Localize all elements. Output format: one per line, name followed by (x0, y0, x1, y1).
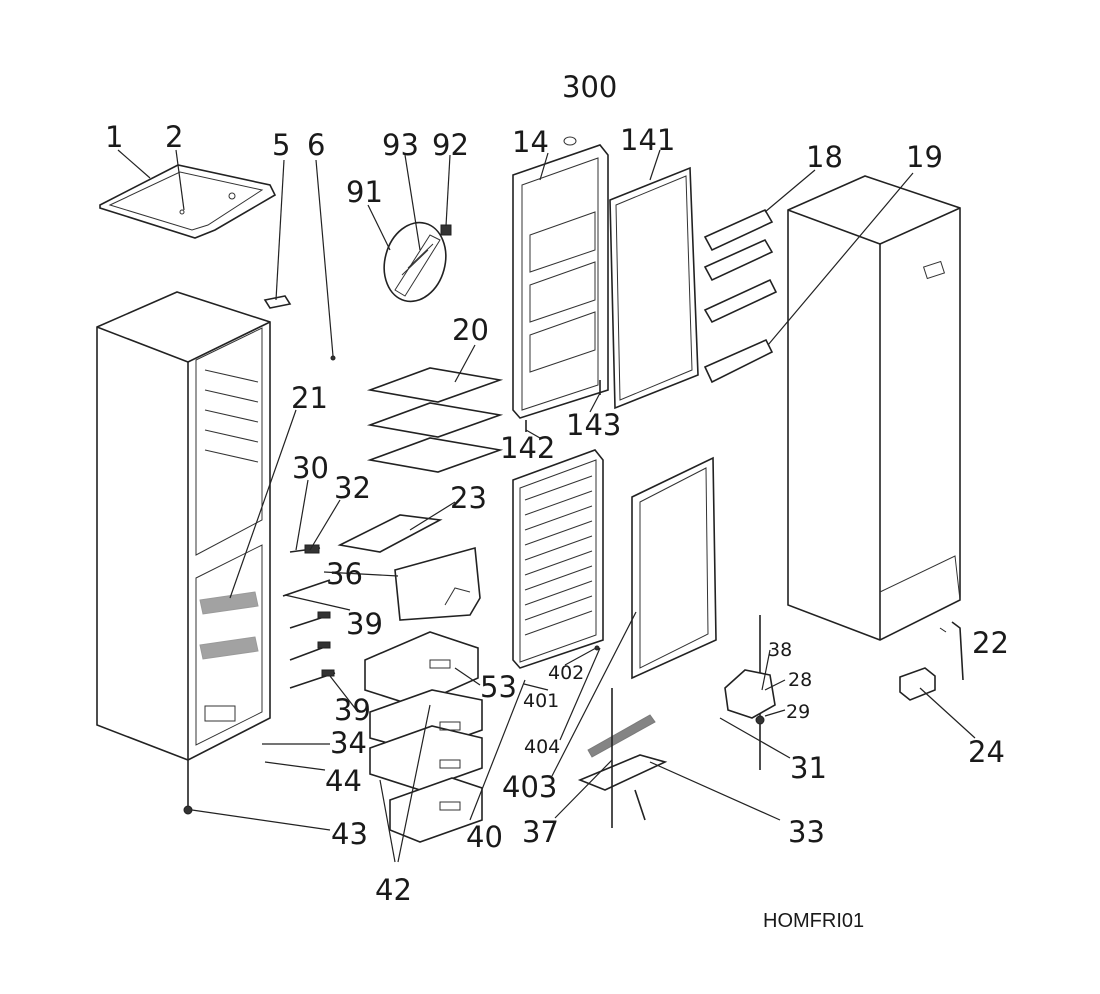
control-box-part (899, 667, 936, 701)
callout-2: 2 (165, 120, 183, 154)
light-assembly-part (383, 221, 452, 303)
callout-labels: 1 2 5 6 91 93 92 300 14 141 18 19 20 21 … (105, 70, 1009, 932)
callout-33: 33 (788, 815, 825, 849)
callout-300: 300 (562, 70, 617, 104)
diagram-code: HOMFRI01 (763, 910, 864, 932)
callout-14: 14 (512, 125, 549, 159)
callout-6: 6 (307, 128, 325, 162)
door-balconies-part (703, 208, 778, 384)
callout-23: 23 (450, 481, 487, 515)
callout-22: 22 (972, 626, 1009, 660)
callout-143: 143 (566, 408, 621, 442)
callout-30: 30 (292, 451, 329, 485)
callout-18: 18 (806, 140, 843, 174)
callout-40: 40 (466, 820, 503, 854)
top-cover-part (99, 164, 277, 239)
callout-402: 402 (548, 662, 584, 684)
callout-5: 5 (272, 128, 290, 162)
callout-53: 53 (480, 670, 517, 704)
callout-36: 36 (326, 557, 363, 591)
callout-28: 28 (788, 669, 812, 691)
fridge-door-part (512, 136, 609, 432)
callout-1: 1 (105, 120, 123, 154)
hinge-screws-part (282, 544, 336, 689)
cabinet-shell-part (787, 175, 961, 641)
callout-39-upper: 39 (346, 607, 383, 641)
callout-403: 403 (502, 770, 557, 804)
freezer-door-gasket-part (631, 456, 717, 680)
thermostat-part (939, 621, 964, 681)
callout-91: 91 (346, 175, 383, 209)
callout-92: 92 (432, 128, 469, 162)
callout-24: 24 (968, 735, 1005, 769)
callout-19: 19 (906, 140, 943, 174)
callout-20: 20 (452, 313, 489, 347)
callout-142: 142 (500, 431, 555, 465)
fridge-door-gasket-part (609, 166, 699, 410)
leader-lines (117, 149, 976, 863)
condenser-part (577, 688, 668, 828)
callout-21: 21 (291, 381, 328, 415)
freezer-drawers-part (364, 631, 483, 843)
callout-31: 31 (790, 751, 827, 785)
crisper-cover-part (337, 514, 443, 553)
callout-141: 141 (620, 123, 675, 157)
compressor-part (724, 615, 776, 770)
callout-44: 44 (325, 764, 362, 798)
bottle-box-part (394, 546, 481, 621)
callout-404: 404 (524, 736, 560, 758)
refrigerator-cabinet-part (96, 291, 271, 815)
callout-43: 43 (331, 817, 368, 851)
hinge-cover-part (263, 295, 336, 361)
callout-34: 34 (330, 726, 367, 760)
callout-39-lower: 39 (334, 693, 371, 727)
callout-38: 38 (768, 639, 792, 661)
callout-32: 32 (334, 471, 371, 505)
glass-shelves-part (366, 367, 504, 473)
callout-37: 37 (522, 815, 559, 849)
callout-401: 401 (523, 690, 559, 712)
callout-29: 29 (786, 701, 810, 723)
callout-93: 93 (382, 128, 419, 162)
callout-42: 42 (375, 873, 412, 907)
freezer-door-part (512, 449, 604, 669)
